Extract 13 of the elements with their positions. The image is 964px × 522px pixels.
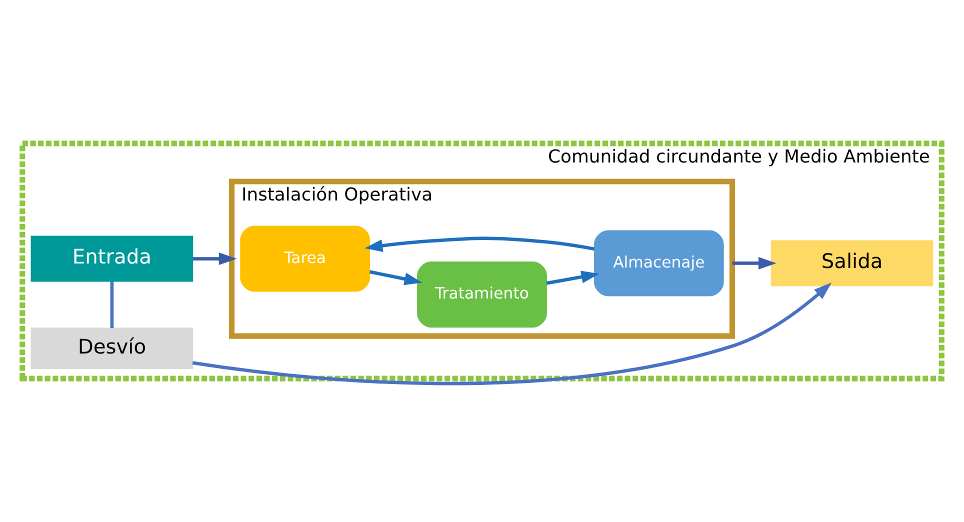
node-box: Tarea bbox=[240, 226, 370, 292]
arrow bbox=[364, 236, 595, 252]
node-box: Almacenaje bbox=[594, 230, 724, 296]
arrow bbox=[369, 270, 422, 286]
arrow bbox=[192, 252, 237, 266]
node-box: Salida bbox=[770, 240, 934, 286]
arrow bbox=[192, 282, 832, 386]
connector bbox=[110, 282, 114, 328]
arrow bbox=[732, 256, 776, 270]
node-box: Desvío bbox=[30, 328, 194, 370]
node-box: Entrada bbox=[30, 236, 194, 282]
arrow bbox=[546, 270, 600, 285]
node-box: Tratamiento bbox=[417, 262, 547, 328]
